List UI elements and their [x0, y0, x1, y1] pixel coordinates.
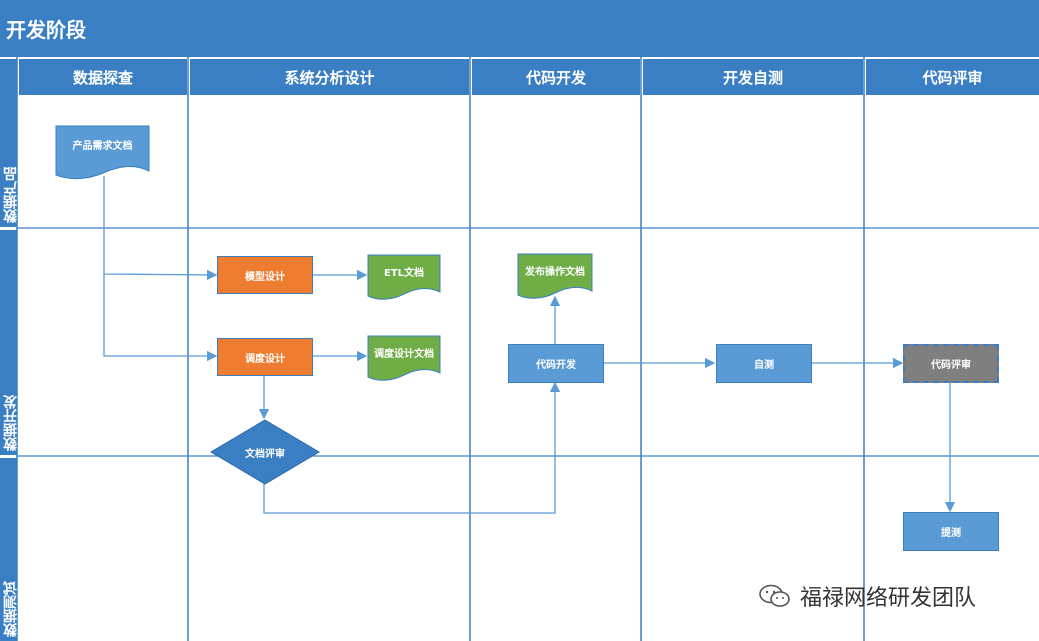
- watermark-text: 福禄网络研发团队: [800, 586, 977, 611]
- node-label: 提测: [941, 528, 961, 539]
- column-header-label: 代码开发: [525, 68, 586, 87]
- column-header-label: 系统分析设计: [284, 68, 375, 87]
- document-shape: [55, 125, 150, 180]
- code-dev-node[interactable]: 代码开发: [508, 344, 604, 383]
- lane-header-data-test: 数据测试: [0, 458, 19, 641]
- document-shape: [517, 253, 593, 299]
- column-header-code-dev: 代码开发: [472, 59, 640, 95]
- column-header-self-test: 开发自测: [643, 59, 863, 95]
- lane-header-data-product: 数据产品: [0, 59, 19, 227]
- node-label: 发布操作文档: [525, 267, 585, 278]
- node-label: 产品需求文档: [72, 141, 133, 152]
- node-label: 文档评审: [245, 448, 285, 460]
- document-shape: [367, 335, 441, 381]
- node-label: 自测: [754, 360, 774, 371]
- column-header-label: 代码评审: [922, 68, 983, 87]
- doc-review-node[interactable]: 文档评审: [210, 419, 320, 485]
- node-label: 代码评审: [931, 360, 971, 371]
- column-header-label: 数据探查: [72, 68, 133, 87]
- model-design-node[interactable]: 模型设计: [217, 256, 313, 294]
- diamond-shape: [210, 419, 320, 485]
- title-bar: 开发阶段: [0, 0, 1039, 57]
- column-header-code-review: 代码评审: [866, 59, 1039, 95]
- lane-label: 数据产品: [3, 167, 19, 223]
- node-label: 模型设计: [245, 271, 285, 283]
- schedule-design-node[interactable]: 调度设计: [217, 338, 313, 376]
- column-header-system-design: 系统分析设计: [190, 59, 469, 95]
- code-review-node[interactable]: 代码评审: [903, 344, 999, 383]
- lane-label: 数据测试: [3, 581, 19, 637]
- qa-test-node[interactable]: 提测: [903, 512, 999, 551]
- document-shape: [367, 254, 441, 300]
- lane-label: 数据开发: [3, 395, 19, 451]
- node-label: 调度设计: [245, 353, 285, 365]
- release-doc-node[interactable]: 发布操作文档: [517, 253, 593, 300]
- connector: [103, 176, 218, 281]
- node-label: 调度设计文档: [374, 349, 434, 360]
- column-header-label: 开发自测: [722, 68, 783, 87]
- lane-header-data-dev: 数据开发: [0, 230, 19, 455]
- schedule-design-doc-node[interactable]: 调度设计文档: [367, 335, 441, 382]
- self-test-node[interactable]: 自测: [716, 344, 812, 383]
- node-label: 代码开发: [536, 360, 576, 371]
- page-title: 开发阶段: [6, 18, 86, 42]
- watermark: 福禄网络研发团队: [758, 580, 976, 612]
- connector: [263, 381, 561, 514]
- etl-doc-node[interactable]: ETL文档: [367, 254, 441, 301]
- connector: [103, 274, 218, 362]
- column-header-data-exploration: 数据探查: [19, 59, 187, 95]
- product-requirement-doc-node[interactable]: 产品需求文档: [55, 125, 150, 180]
- wechat-icon: [759, 584, 790, 607]
- node-label: ETL文档: [383, 268, 425, 279]
